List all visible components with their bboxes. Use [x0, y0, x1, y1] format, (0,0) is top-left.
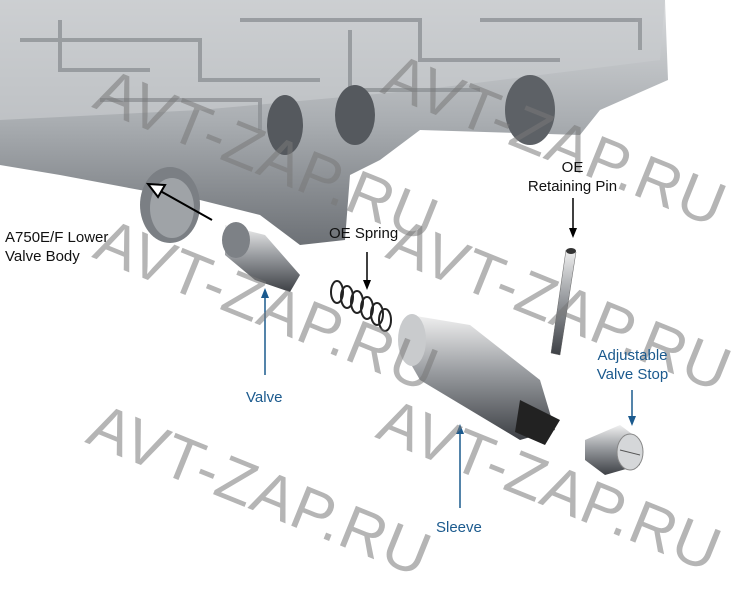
valve-stop-part [585, 425, 644, 475]
insertion-arrow [145, 182, 213, 221]
valve-body [0, 0, 668, 245]
sleeve-part [398, 314, 560, 445]
label-line: OE [561, 159, 584, 176]
label-line: Retaining Pin [527, 178, 618, 195]
label-line: Valve Body [5, 248, 80, 265]
label-line: Valve Stop [596, 366, 669, 383]
pointer-arrows [261, 198, 636, 508]
label-valve-body: A750E/F Lower Valve Body [5, 228, 108, 266]
label-oe-retaining-pin: OE Retaining Pin [515, 158, 630, 196]
label-sleeve: Sleeve [436, 519, 482, 536]
label-adjustable-valve-stop: Adjustable Valve Stop [585, 346, 680, 384]
spring-part [330, 280, 392, 332]
label-valve: Valve [246, 389, 283, 406]
label-line: A750E/F Lower [5, 229, 109, 246]
valve-part [222, 222, 300, 292]
diagram-illustration [0, 0, 668, 508]
label-line: Adjustable [597, 347, 668, 364]
retaining-pin-part [550, 248, 577, 356]
label-oe-spring: OE Spring [329, 225, 399, 242]
